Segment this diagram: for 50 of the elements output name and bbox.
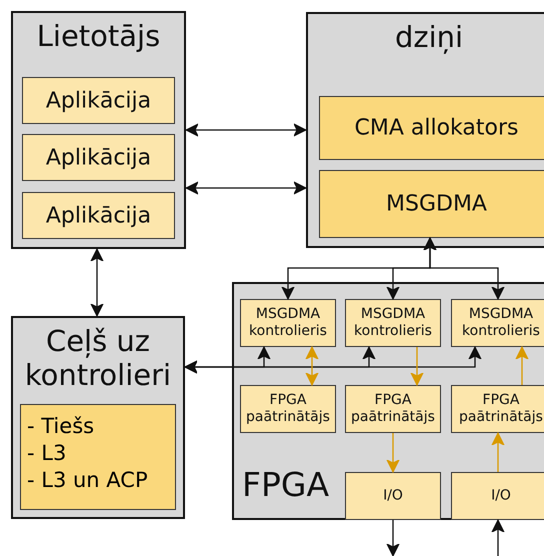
box-label: Aplikācija [44,203,152,228]
panel-title: FPGA [242,465,330,504]
arrow [386,433,400,472]
panel [11,316,185,519]
panel-title: Lietotājs [36,19,162,53]
box-label: MSGDMA kontrolieris [353,306,433,340]
arrow [410,347,424,386]
box-label: Aplikācija [44,88,152,113]
box-label: I/O [382,488,404,504]
list-item: - L3 un ACP [27,467,148,494]
arrow [186,182,306,194]
arrow [492,432,504,472]
process-box [22,192,175,239]
list-item: - Tiešs [27,413,96,440]
panel [306,12,544,248]
panel-title: Ceļš uz kontrolieri [24,324,172,392]
process-box [319,96,544,160]
panel-title: dziņi [394,20,464,54]
process-box [345,299,441,347]
process-box [345,472,441,520]
process-box [319,170,544,238]
process-box [22,134,175,181]
box-label: FPGA paātrinātājs [458,392,544,426]
arrow [492,520,504,556]
box-label: FPGA paātrinātājs [350,392,436,426]
box-label: MSGDMA kontrolieris [248,306,328,340]
arrow [184,346,482,374]
arrow [386,520,400,556]
arrow [424,238,504,300]
arrow [306,346,318,386]
process-box [451,385,544,433]
arrow [90,248,104,316]
process-box [22,77,175,124]
box-label: MSGDMA kontrolieris [461,306,541,340]
box-label: MSGDMA [385,192,488,216]
box-label: I/O [490,488,512,504]
process-box [240,299,336,347]
list-item: - L3 [27,440,68,467]
arrow [186,124,306,136]
box-label: FPGA paātrinātājs [245,392,331,426]
arrow [516,346,528,385]
list-box [20,404,176,510]
box-label: Aplikācija [44,145,152,170]
process-box [240,385,336,433]
box-label: CMA allokators [354,116,520,140]
panel [11,11,186,249]
process-box [451,299,544,347]
panel [232,282,544,520]
process-box [345,385,441,433]
process-box [451,472,544,520]
